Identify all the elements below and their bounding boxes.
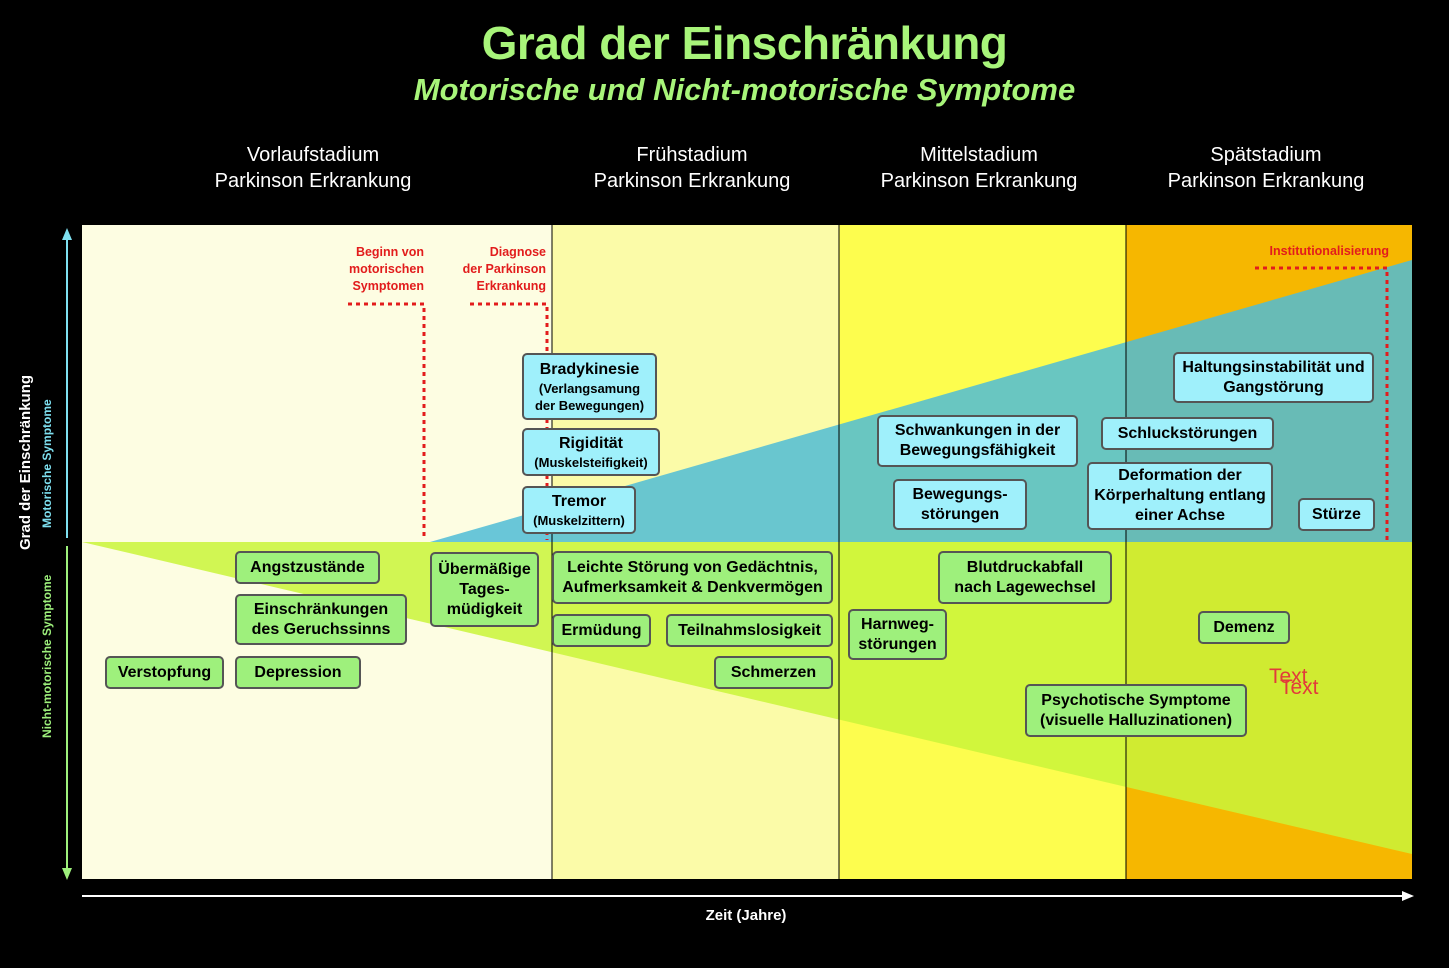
institutionalization-marker-line [1255, 266, 1389, 540]
symptom-fatigue: Ermüdung [552, 614, 651, 647]
stage-name: Vorlaufstadium [246, 144, 380, 166]
symptom-pain: Schmerzen [714, 656, 833, 689]
symptom-title: müdigkeit [446, 600, 523, 618]
marker-text: Beginn von [355, 245, 424, 259]
stage-name: Spätstadium [1210, 144, 1322, 166]
stage-disease: Parkinson Erkrankung [214, 170, 412, 192]
stage-header-middle: Mittelstadium Parkinson Erkrankung [829, 142, 1129, 194]
symptom-movement-disorders: Bewegungs- störungen [893, 479, 1027, 530]
motor-onset-marker-line [348, 302, 426, 540]
marker-motor-onset: Beginn von motorischen Symptomen [300, 244, 424, 295]
symptom-daytime-sleepiness: Übermäßige Tages- müdigkeit [430, 552, 539, 627]
symptom-constipation: Verstopfung [105, 656, 224, 689]
stage-name: Frühstadium [636, 144, 748, 166]
marker-text: Symptomen [352, 279, 424, 293]
nonmotor-severity-wedge [82, 542, 1412, 854]
symptom-apathy: Teilnahmslosigkeit [666, 614, 833, 647]
stage-disease: Parkinson Erkrankung [593, 170, 791, 192]
symptom-detail: (Muskelzittern) [533, 512, 625, 528]
symptom-title: Bewegungs- [912, 485, 1008, 503]
symptom-title: Haltungsinstabilität und [1182, 358, 1365, 376]
stage-name: Mittelstadium [920, 144, 1038, 166]
marker-diagnosis: Diagnose der Parkinson Erkrankung [420, 244, 546, 295]
placeholder-text: Text [1269, 665, 1308, 688]
symptom-tremor: Tremor (Muskelzittern) [522, 486, 636, 534]
symptom-title: Körperhaltung entlang [1094, 487, 1266, 504]
symptom-smell: Einschränkungen des Geruchssinns [235, 594, 407, 645]
symptom-dementia: Demenz [1198, 611, 1290, 644]
symptom-title: Bradykinesie [539, 360, 640, 378]
marker-text: Diagnose [489, 245, 546, 259]
page-subtitle: Motorische und Nicht-motorische Symptome [413, 72, 1076, 107]
symptom-swallowing: Schluckstörungen [1101, 417, 1274, 450]
y-axis-down-arrow [62, 868, 72, 880]
symptom-orthostatic-hypotension: Blutdruckabfall nach Lagewechsel [938, 551, 1112, 604]
stage-header-prodromal: Vorlaufstadium Parkinson Erkrankung [163, 142, 463, 194]
y-axis-nonmotor-label: Nicht-motorische Symptome [40, 574, 54, 738]
symptom-psychotic: Psychotische Symptome (visuelle Halluzin… [1025, 684, 1247, 737]
y-axis-motor-label: Motorische Symptome [40, 399, 54, 528]
symptom-title: Blutdruckabfall [966, 558, 1084, 576]
placeholder-text: Text [1280, 676, 1319, 699]
symptom-detail: der Bewegungen) [534, 397, 645, 413]
stage-disease: Parkinson Erkrankung [1167, 170, 1365, 192]
symptom-title: Gangstörung [1223, 378, 1324, 396]
symptom-detail: (Verlangsamung [538, 380, 641, 396]
stage-disease: Parkinson Erkrankung [880, 170, 1078, 192]
y-axis-title: Grad der Einschränkung [17, 374, 34, 550]
symptom-title: des Geruchssinns [251, 620, 391, 638]
marker-text: Erkrankung [476, 279, 546, 293]
symptom-posture-deformation: Deformation der Körperhaltung entlang ei… [1087, 462, 1273, 530]
x-axis-title: Zeit (Jahre) [705, 907, 787, 924]
marker-text: motorischen [348, 262, 424, 276]
symptom-detail: (Muskelsteifigkeit) [534, 454, 648, 470]
symptom-urinary: Harnweg- störungen [848, 609, 947, 660]
symptom-title: Leichte Störung von Gedächtnis, [567, 558, 818, 576]
symptom-title: einer Achse [1134, 507, 1226, 524]
symptom-title: störungen [920, 505, 1000, 523]
y-axis-up-arrow [62, 228, 72, 240]
symptom-title: Einschränkungen [253, 600, 389, 618]
symptom-rigidity: Rigidität (Muskelsteifigkeit) [522, 428, 660, 476]
symptom-title: Rigidität [559, 434, 623, 452]
symptom-title: Schwankungen in der [894, 422, 1061, 439]
symptom-depression: Depression [235, 656, 361, 689]
symptom-postural-instability: Haltungsinstabilität und Gangstörung [1173, 352, 1374, 403]
symptom-title: störungen [858, 635, 937, 653]
page-title: Grad der Einschränkung [481, 17, 1008, 69]
stage-header-early: Frühstadium Parkinson Erkrankung [542, 142, 842, 194]
symptom-title: Tremor [551, 492, 607, 510]
symptom-falls: Stürze [1298, 498, 1375, 531]
marker-institutionalization: Institutionalisierung [1269, 244, 1389, 258]
symptom-title: Bewegungsfähigkeit [899, 442, 1056, 459]
symptom-bradykinesia: Bradykinesie (Verlangsamung der Bewegung… [522, 353, 657, 420]
stage-header-late: Spätstadium Parkinson Erkrankung [1116, 142, 1416, 194]
symptom-title: (visuelle Halluzinationen) [1039, 711, 1233, 729]
symptom-title: Psychotische Symptome [1041, 691, 1231, 709]
symptom-title: Harnweg- [861, 615, 934, 633]
symptom-anxiety: Angstzustände [235, 551, 380, 584]
symptom-title: nach Lagewechsel [954, 578, 1096, 596]
symptom-title: Aufmerksamkeit & Denkvermögen [562, 578, 823, 596]
symptom-title: Tages- [459, 580, 510, 598]
x-axis-arrow [1402, 891, 1414, 901]
symptom-cognition: Leichte Störung von Gedächtnis, Aufmerks… [552, 551, 833, 604]
symptom-title: Übermäßige [438, 560, 531, 578]
marker-text: der Parkinson [462, 262, 546, 276]
symptom-title: Deformation der [1118, 467, 1242, 484]
symptom-fluctuations: Schwankungen in der Bewegungsfähigkeit [877, 415, 1078, 467]
